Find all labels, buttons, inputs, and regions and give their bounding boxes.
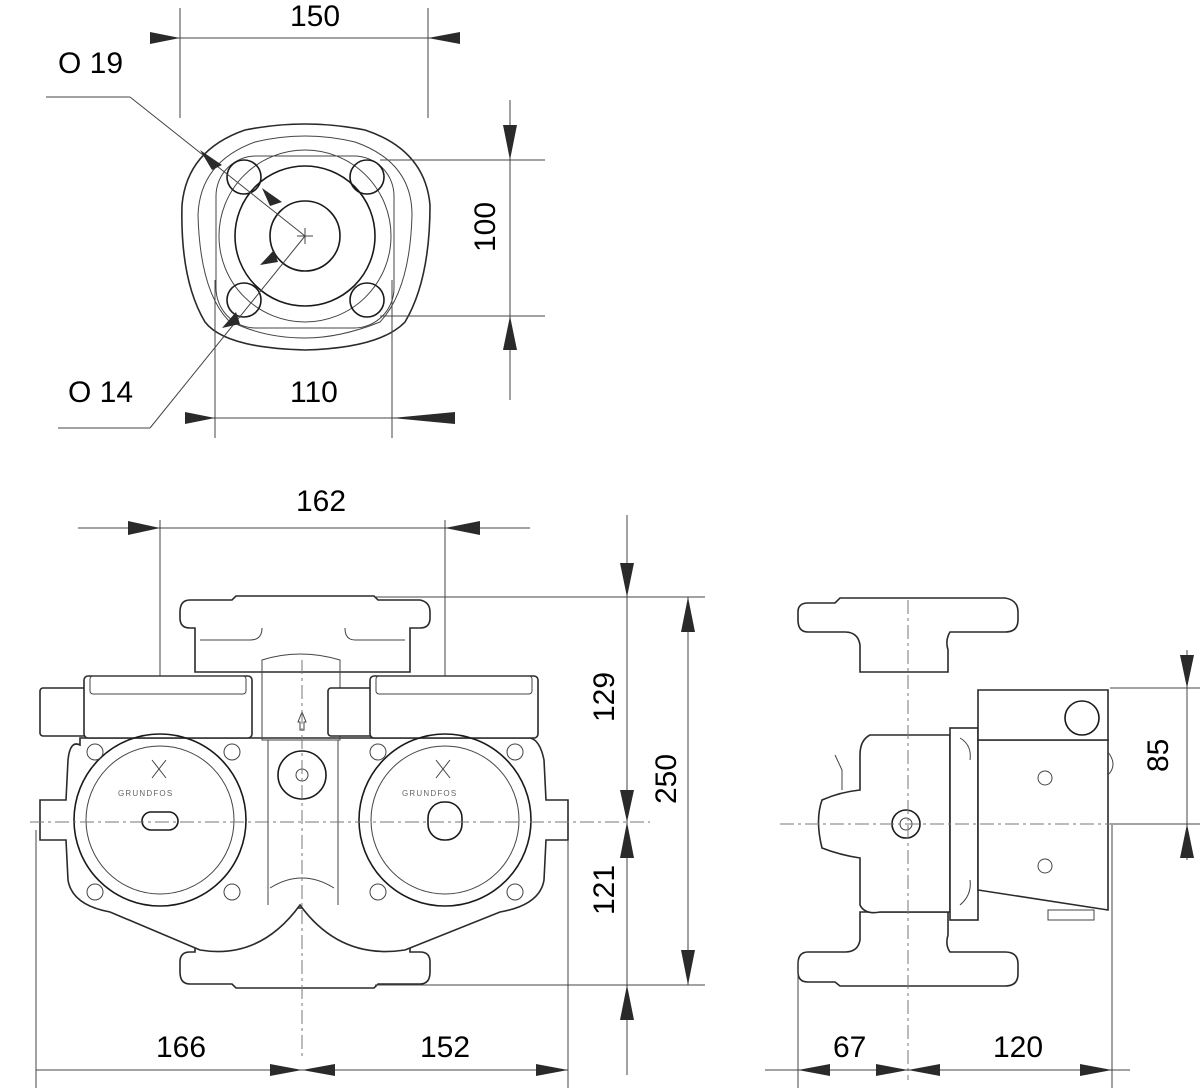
front-view-twin-pump: GRUNDFOS GRUNDFOS [30,515,705,1088]
dim-arrow [150,32,180,44]
side-view-pump [765,597,1200,1088]
bolt-hole [226,159,262,195]
top-view-flange [46,8,545,438]
dim-upper-height: 129 [588,672,621,722]
dim-motor-depth: 120 [993,1031,1043,1064]
brand-label-left: GRUNDFOS [118,789,173,798]
dim-left-width: 166 [156,1031,206,1064]
dim-flange-depth: 67 [833,1031,866,1064]
pump-head-right [358,733,532,907]
dim-box-height: 85 [1142,739,1175,772]
dim-lower-height: 121 [588,865,621,915]
dim-bolt-hole-small: O 14 [68,376,133,409]
dim-arrow [428,32,460,44]
dim-pump-spacing: 162 [296,485,346,518]
bolt-hole [226,282,262,318]
dim-flange-width: 150 [290,0,340,33]
bolt-hole [349,282,385,318]
dim-bolt-spacing-vertical: 100 [469,202,502,252]
dim-bolt-hole-large: O 19 [58,47,123,80]
dim-total-height: 250 [650,754,683,804]
dim-bolt-spacing-horizontal: 110 [290,376,338,409]
pump-head-left [73,733,247,907]
bolt-hole [349,159,385,195]
brand-label-right: GRUNDFOS [402,789,457,798]
flange-outline [181,123,431,351]
dim-right-width: 152 [420,1031,470,1064]
